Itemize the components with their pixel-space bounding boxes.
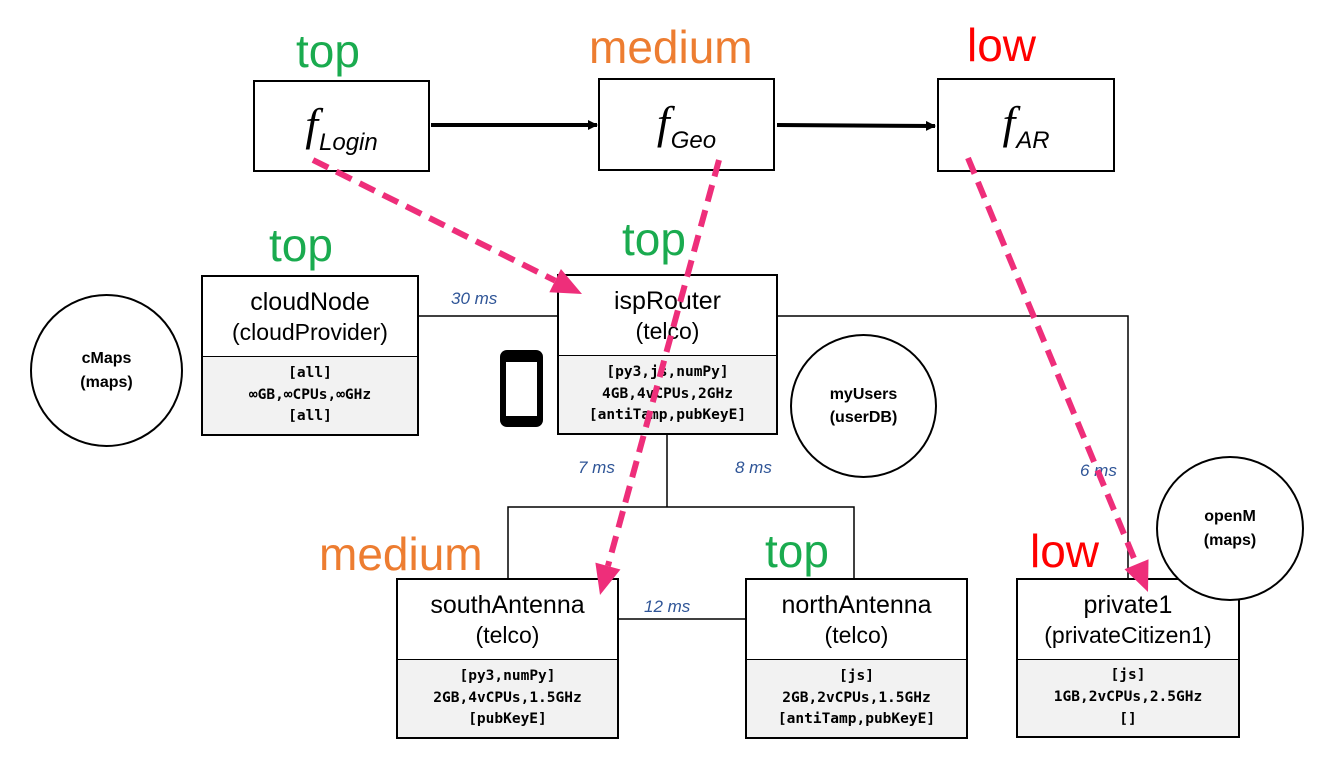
node-isprouter: ispRouter (telco) [py3,js,numPy] 4GB,4vC… bbox=[557, 274, 778, 435]
level-label-private1: low bbox=[1030, 525, 1100, 577]
latency-label-isprouter-northantenna: 8 ms bbox=[735, 458, 772, 477]
latency-label-isprouter-private1: 6 ms bbox=[1080, 461, 1117, 480]
node-software: [py3,numPy] bbox=[459, 667, 556, 684]
level-label-geo: medium bbox=[589, 21, 753, 73]
node-owner: (cloudProvider) bbox=[232, 318, 388, 345]
service-cmaps: cMaps (maps) bbox=[30, 294, 183, 447]
service-myusers: myUsers (userDB) bbox=[790, 334, 937, 478]
node-cloudnode: cloudNode (cloudProvider) [all] ∞GB,∞CPU… bbox=[201, 275, 419, 436]
node-security: [antiTamp,pubKeyE] bbox=[588, 407, 747, 424]
link-isprouter-northantenna bbox=[667, 506, 855, 578]
node-name: cloudNode bbox=[250, 287, 370, 316]
level-label-ar: low bbox=[967, 19, 1037, 71]
level-label-northantenna: top bbox=[765, 525, 829, 577]
service-type: (maps) bbox=[1203, 531, 1257, 549]
node-hardware: 2GB,2vCPUs,1.5GHz bbox=[782, 689, 931, 706]
latency-label-isprouter-southantenna: 7 ms bbox=[578, 458, 615, 477]
node-security: [pubKeyE] bbox=[468, 711, 547, 728]
flow-arrow-geo-ar bbox=[776, 120, 936, 131]
node-software: [js] bbox=[1110, 667, 1146, 684]
node-owner: (telco) bbox=[635, 317, 700, 344]
level-label-login: top bbox=[296, 25, 360, 77]
latency-label-cloudnode-isprouter: 30 ms bbox=[451, 289, 498, 308]
node-security: [all] bbox=[288, 408, 332, 425]
service-type: (userDB) bbox=[829, 409, 898, 426]
node-name: ispRouter bbox=[614, 286, 721, 315]
level-label-cloudnode: top bbox=[269, 219, 333, 271]
service-type: (maps) bbox=[80, 373, 133, 391]
node-owner: (telco) bbox=[475, 621, 540, 648]
service-name: cMaps bbox=[81, 350, 132, 368]
service-openm: openM (maps) bbox=[1156, 456, 1304, 601]
link-isprouter-southantenna bbox=[507, 506, 667, 578]
node-security: [antiTamp,pubKeyE] bbox=[777, 711, 936, 728]
node-southantenna: southAntenna (telco) [py3,numPy] 2GB,4vC… bbox=[396, 578, 619, 739]
node-software: [py3,js,numPy] bbox=[606, 363, 729, 380]
node-hardware: 2GB,4vCPUs,1.5GHz bbox=[433, 689, 582, 706]
node-hardware: 4GB,4vCPUs,2GHz bbox=[602, 385, 733, 402]
node-software: [js] bbox=[839, 667, 874, 684]
node-security: [] bbox=[1119, 710, 1137, 727]
function-symbol: f bbox=[305, 99, 319, 150]
function-name: AR bbox=[1016, 127, 1050, 154]
node-private1: private1 (privateCitizen1) [js] 1GB,2vCP… bbox=[1016, 578, 1240, 738]
function-name: Login bbox=[319, 129, 378, 156]
node-software: [all] bbox=[288, 364, 332, 381]
function-symbol: f bbox=[1002, 97, 1016, 148]
node-owner: (telco) bbox=[824, 621, 889, 648]
node-name: southAntenna bbox=[430, 590, 585, 619]
level-label-southantenna: medium bbox=[319, 528, 483, 580]
service-name: myUsers bbox=[829, 385, 898, 403]
node-hardware: 1GB,2vCPUs,2.5GHz bbox=[1053, 689, 1203, 706]
function-symbol: f bbox=[656, 97, 670, 148]
function-name: Geo bbox=[670, 127, 717, 154]
smartphone-icon bbox=[500, 350, 543, 427]
function-geo: fGeo bbox=[598, 78, 775, 171]
node-name: private1 bbox=[1083, 590, 1173, 619]
service-name: openM bbox=[1204, 508, 1256, 526]
function-ar: fAR bbox=[937, 78, 1115, 172]
level-label-isprouter: top bbox=[622, 213, 686, 265]
latency-label-south-north: 12 ms bbox=[644, 597, 691, 616]
node-owner: (privateCitizen1) bbox=[1044, 621, 1212, 648]
node-name: northAntenna bbox=[781, 590, 932, 619]
node-hardware: ∞GB,∞CPUs,∞GHz bbox=[248, 386, 372, 403]
node-northantenna: northAntenna (telco) [js] 2GB,2vCPUs,1.5… bbox=[745, 578, 968, 739]
function-login: fLogin bbox=[253, 80, 430, 172]
